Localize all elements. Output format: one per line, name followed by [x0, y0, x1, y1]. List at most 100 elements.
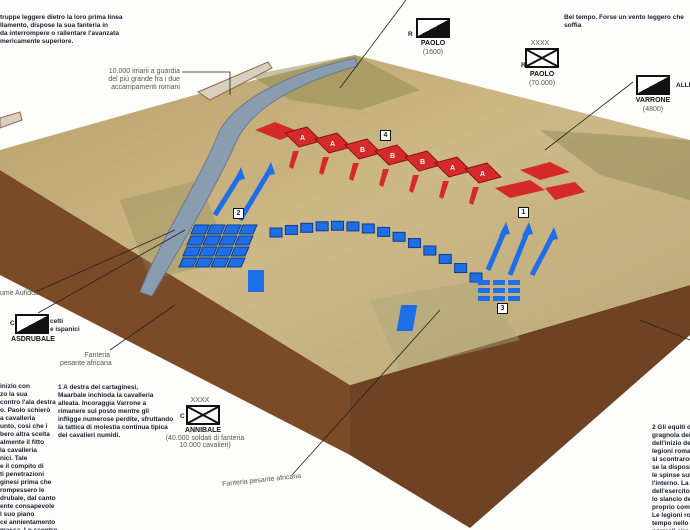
- marker-4: 4: [380, 130, 391, 141]
- carthaginian-infantry-block: [315, 221, 329, 232]
- infantry-symbol-icon[interactable]: [525, 48, 559, 68]
- asdrubale-cavalry-block: [214, 246, 234, 257]
- hill-shade: [250, 55, 420, 110]
- asdrubale-cavalry-block: [186, 235, 206, 246]
- marker-3: 3: [497, 303, 508, 314]
- asdrubale-cavalry-block: [206, 224, 226, 235]
- carthaginian-infantry-block: [269, 227, 283, 238]
- roman-advance-arrow-icon: [439, 181, 449, 199]
- unit-name-varrone: VARRONE: [635, 97, 671, 104]
- numidian-cavalry-block: [478, 280, 490, 285]
- river-aufidus: [139, 57, 359, 297]
- carthaginian-arrow-icon: [529, 233, 556, 277]
- unit-name-paolo-army: PAOLO: [529, 71, 555, 78]
- roman-camp: [196, 61, 273, 101]
- numidian-cavalry-block: [493, 288, 505, 293]
- african-infantry-block: [396, 305, 418, 331]
- carthaginian-arrowhead-icon: [234, 167, 245, 181]
- unit-name-annibale: ANNIBALE: [184, 427, 222, 434]
- carthaginian-arrowhead-icon: [264, 162, 275, 176]
- carthaginian-infantry-block: [454, 263, 468, 274]
- earth-face-left: [0, 170, 350, 455]
- asdrubale-cavalry-block: [198, 246, 218, 257]
- roman-advance-arrow-icon: [289, 151, 299, 169]
- cavalry-symbol-icon[interactable]: [636, 75, 670, 95]
- marker-2: 2: [233, 208, 244, 219]
- intro-text: truppe leggere dietro la loro prima line…: [0, 14, 123, 45]
- carthaginian-infantry-block: [361, 223, 375, 234]
- camp-label: 10.000 itriarii a guardia del più grande…: [108, 68, 180, 91]
- vegetation-patch: [540, 130, 690, 200]
- carthaginian-army: [178, 162, 558, 331]
- asdrubale-cavalry-block: [230, 246, 250, 257]
- carthaginian-arrowhead-icon: [522, 222, 533, 236]
- cavalry-symbol-icon[interactable]: [416, 18, 450, 38]
- unit-prefix: R: [408, 31, 413, 38]
- weather-text: Bel tempo. Forse un vento leggero che so…: [564, 14, 684, 29]
- carthaginian-infantry-block: [407, 238, 421, 249]
- earth-face-right: [350, 285, 690, 528]
- numidian-cavalry-block: [478, 288, 490, 293]
- asdrubale-cavalry-block: [222, 224, 242, 235]
- roman-advance-arrow-icon: [379, 169, 389, 187]
- unit-prefix: C: [180, 413, 185, 420]
- carthaginian-arrow-icon: [237, 168, 273, 222]
- roman-cavalry-block: [520, 162, 570, 180]
- asdrubale-cavalry-block: [226, 257, 246, 268]
- roman-block-label: B: [360, 147, 365, 154]
- unit-name-paolo: PAOLO: [420, 40, 446, 47]
- roman-cavalry-block: [495, 180, 545, 198]
- carthaginian-infantry-block: [469, 272, 483, 283]
- text-column-right: 2 Gli equiti de gragnola dei p dell'iniz…: [652, 424, 690, 530]
- unit-side-label: ALLE: [676, 82, 690, 89]
- carthaginian-arrowhead-icon: [547, 227, 558, 241]
- vegetation-patch: [370, 280, 520, 370]
- asdrubale-cavalry-block: [210, 257, 230, 268]
- asdrubale-cavalry-block: [234, 235, 254, 246]
- unit-side-label: celti e ispanici: [50, 318, 80, 333]
- marker-1: 1: [518, 207, 529, 218]
- text-column-left: inizio con zo la sua contro l'ala destra…: [0, 383, 57, 530]
- carthaginian-infantry-block: [423, 245, 437, 256]
- roman-advance-arrow-icon: [349, 163, 359, 181]
- carthaginian-arrowhead-icon: [499, 222, 510, 236]
- carthaginian-infantry-block: [377, 226, 391, 237]
- african-infantry-block: [248, 270, 264, 292]
- text-column-middle: 1 A destra dei cartaginesi, Maarbale inc…: [58, 384, 174, 439]
- carthaginian-infantry-block: [346, 221, 360, 232]
- carthaginian-infantry-block: [300, 222, 314, 233]
- asdrubale-cavalry-block: [202, 235, 222, 246]
- leader-lines: [34, 0, 690, 476]
- numidian-cavalry-block: [478, 296, 490, 301]
- numidian-cavalry-block: [508, 296, 520, 301]
- unit-prefix: C: [10, 320, 15, 327]
- roman-block-label: A: [480, 171, 485, 178]
- roman-block-label: B: [390, 153, 395, 160]
- cavalry-symbol-icon[interactable]: [15, 314, 49, 334]
- infantry-symbol-icon[interactable]: [186, 405, 220, 425]
- numidian-cavalry-block: [493, 280, 505, 285]
- unit-strength: (4800): [642, 106, 664, 113]
- carthaginian-arrow-icon: [485, 229, 508, 271]
- terrain-surface: [0, 55, 690, 385]
- roman-cavalry-block: [545, 182, 585, 200]
- carthaginian-infantry-block: [438, 253, 452, 264]
- unit-strength: (70.000): [528, 80, 556, 87]
- fanteria-label: Fanteria pesante africana: [60, 352, 112, 367]
- unit-strength: (40.000 soldati di fanteria 10.000 caval…: [165, 435, 245, 449]
- carthaginian-infantry-block: [392, 231, 406, 242]
- asdrubale-cavalry-block: [218, 235, 238, 246]
- roman-block-label: B: [420, 159, 425, 166]
- carthaginian-infantry-block: [331, 220, 345, 231]
- river-label: ume Aufidus: [0, 290, 39, 297]
- carthaginian-infantry-block: [284, 224, 298, 235]
- roman-advance-arrow-icon: [469, 187, 479, 205]
- asdrubale-cavalry-block: [238, 224, 258, 235]
- echelon: XXXX: [190, 397, 210, 404]
- roman-camp-small: [0, 111, 23, 129]
- asdrubale-cavalry-block: [190, 224, 210, 235]
- roman-block-label: A: [300, 135, 305, 142]
- unit-strength: (1600): [422, 49, 444, 56]
